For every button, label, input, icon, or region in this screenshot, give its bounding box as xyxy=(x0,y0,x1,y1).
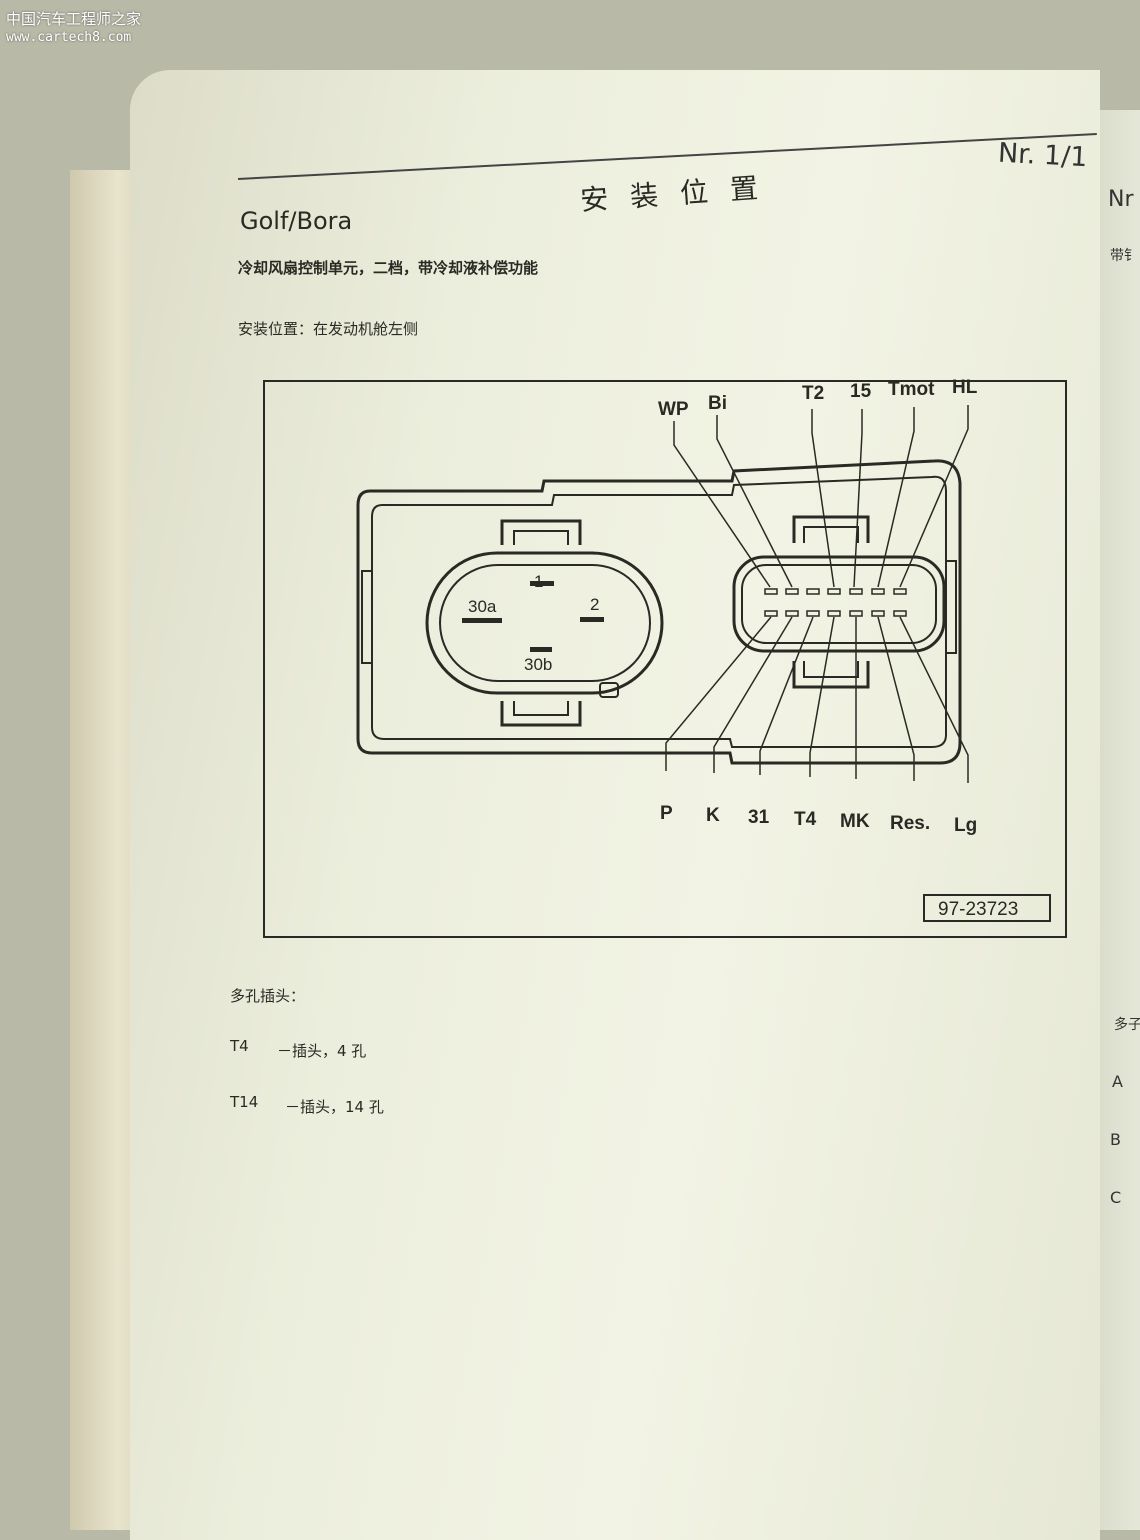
vehicle-model: Golf/Bora xyxy=(240,207,353,235)
label-HL: HL xyxy=(952,377,978,398)
figure-number: 97-23723 xyxy=(938,899,1018,920)
label-P: P xyxy=(660,803,673,824)
page-number: Nr. 1/1 xyxy=(997,137,1089,174)
connector-code-t4: T4 xyxy=(230,1037,249,1055)
next-page-letter-c: C xyxy=(1110,1188,1122,1207)
connector-diagram: 1 30a 2 30b xyxy=(263,377,1067,938)
watermark-url: www.cartech8.com xyxy=(6,30,132,45)
next-page-line2: 多子 xyxy=(1114,1017,1140,1033)
label-Lg: Lg xyxy=(954,815,977,836)
next-page-letter-a: A xyxy=(1112,1072,1123,1091)
label-Bi: Bi xyxy=(708,393,727,414)
manual-page xyxy=(130,70,1100,1540)
label-MK: MK xyxy=(840,811,870,832)
label-15: 15 xyxy=(850,381,872,402)
pin-label-30b: 30b xyxy=(524,655,552,674)
watermark-site-name: 中国汽车工程师之家 xyxy=(6,10,142,28)
label-T2: T2 xyxy=(802,383,824,404)
pin-label-2: 2 xyxy=(590,595,599,614)
install-location: 安装位置：在发动机舱左侧 xyxy=(238,320,419,338)
connector-desc-t4: －插头，4 孔 xyxy=(277,1042,367,1060)
connectors-title: 多孔插头： xyxy=(230,987,306,1005)
connector-code-t14: T14 xyxy=(230,1093,259,1111)
label-Res: Res. xyxy=(890,813,930,834)
label-T4: T4 xyxy=(794,809,817,830)
pin-label-30a: 30a xyxy=(468,597,497,616)
component-description: 冷却风扇控制单元，二档，带冷却液补偿功能 xyxy=(238,259,539,277)
pin-label-1: 1 xyxy=(534,572,543,591)
label-WP: WP xyxy=(658,399,689,420)
next-page-edge xyxy=(1095,110,1140,1530)
connector-desc-t14: －插头，14 孔 xyxy=(285,1098,384,1116)
next-page-header: Nr xyxy=(1108,187,1134,212)
label-Tmot: Tmot xyxy=(888,379,935,400)
label-31: 31 xyxy=(748,807,770,828)
next-page-line1: 带钅 xyxy=(1110,248,1138,264)
label-K: K xyxy=(706,805,720,826)
next-page-letter-b: B xyxy=(1110,1130,1121,1149)
